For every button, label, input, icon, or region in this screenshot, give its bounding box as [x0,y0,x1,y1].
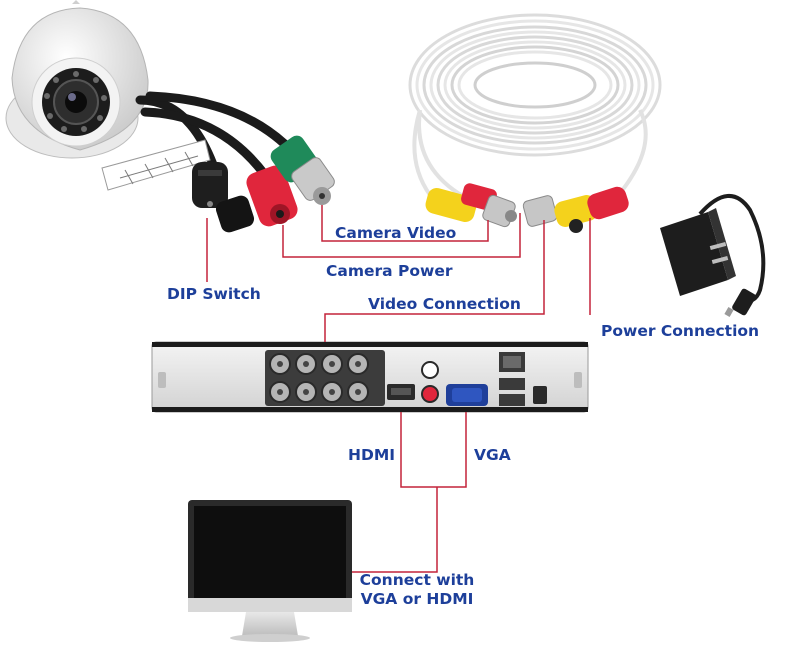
usb-port [499,378,525,390]
dc-power-jack [533,386,547,404]
monitor [188,500,352,642]
camera-power-label: Camera Power [326,262,453,280]
audio-in-jack [421,385,439,403]
dip-switch-connector [192,162,255,233]
line-camera-video [321,205,489,242]
camera-video-plug [270,135,335,205]
coil-video-connector-left [425,183,517,228]
hdmi-label: HDMI [348,446,396,464]
connect-instruction: Connect with VGA or HDMI [352,571,482,610]
connector-lines [206,205,591,573]
camera-video-label: Camera Video [335,224,457,242]
vga-label: VGA [474,446,511,464]
connect-instruction-line1: Connect with [359,571,475,589]
audio-out-jack [421,361,439,379]
ir-leds [44,71,107,132]
dome-camera [5,0,149,159]
line-video-connection [324,220,545,342]
power-connection-label: Power Connection [601,322,760,340]
line-camera-power [282,213,521,258]
dip-switch-label: DIP Switch [167,285,261,303]
dvr-recorder [151,341,589,413]
coil-power-connector-right [522,186,629,233]
camera-power-plug [246,165,298,227]
connect-instruction-line2: VGA or HDMI [360,590,474,609]
usb-port [499,394,525,406]
siamese-cable-coil [408,13,662,207]
video-connection-label: Video Connection [368,295,521,313]
line-display [352,487,438,573]
power-adapter [660,193,766,317]
line-hdmi [400,412,467,488]
dip-switch-tag [101,139,211,191]
